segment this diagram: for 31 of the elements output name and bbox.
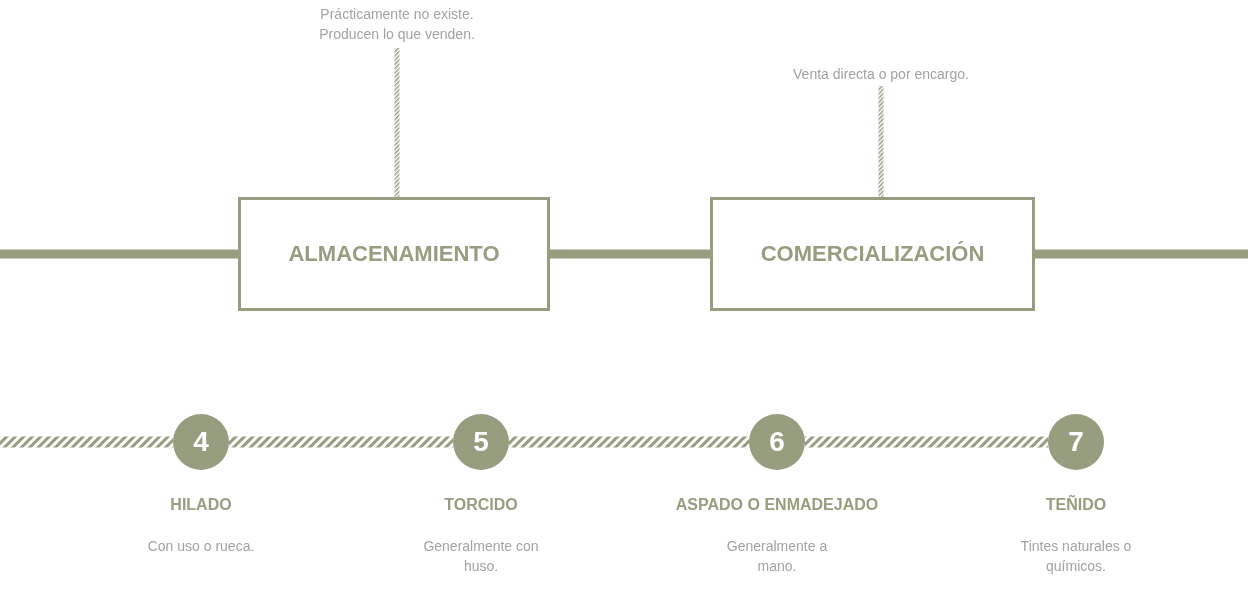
connector-line	[1035, 249, 1248, 259]
stage-title: ALMACENAMIENTO	[288, 241, 500, 267]
stage-box	[710, 197, 1035, 311]
step-description: Tintes naturales o químicos.	[1019, 537, 1133, 576]
step-title: TEÑIDO	[1044, 496, 1108, 514]
stage-title: COMERCIALIZACIÓN	[760, 241, 985, 267]
step-title: TORCIDO	[443, 496, 519, 514]
step-circle	[1048, 414, 1104, 470]
connector-line	[229, 436, 453, 448]
step-title: ASPADO O ENMADEJADO	[674, 496, 880, 514]
stage-box	[238, 197, 550, 311]
step-number: 4	[193, 426, 209, 458]
connector-line	[509, 436, 749, 448]
step-description: Generalmente a mano.	[725, 537, 829, 576]
step-number: 5	[473, 426, 489, 458]
step-description: Con uso o rueca.	[146, 537, 256, 556]
leader-line	[878, 86, 884, 197]
step-number: 7	[1068, 426, 1084, 458]
step-description: Generalmente con huso.	[423, 537, 539, 576]
step-number: 6	[769, 426, 785, 458]
annotation-text: Venta directa o por encargo.	[741, 64, 1021, 86]
connector-line	[0, 249, 238, 259]
step-title: HILADO	[169, 496, 233, 514]
step-circle	[749, 414, 805, 470]
connector-line	[550, 249, 710, 259]
leader-line	[394, 48, 400, 197]
annotation-text: Prácticamente no existe. Producen lo que venden.	[297, 4, 497, 48]
connector-line	[0, 436, 173, 448]
step-circle	[453, 414, 509, 470]
step-circle	[173, 414, 229, 470]
connector-line	[805, 436, 1048, 448]
